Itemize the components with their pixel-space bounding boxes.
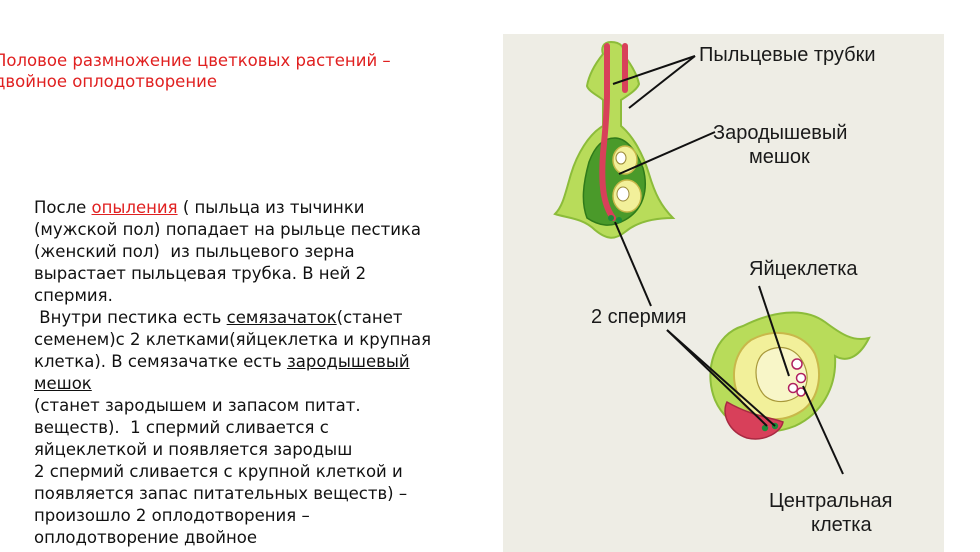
central-cell-label-1: Центральная: [769, 490, 893, 512]
egg-cell-label: Яйцеклетка: [749, 258, 858, 280]
text-plain: клетка). В семязачатке есть: [34, 352, 287, 371]
ovule-term: семязачаток: [226, 308, 337, 327]
embryo-sac-label-1: Зародышевый: [713, 122, 848, 144]
text-line-15: произошло 2 оплодотворения –: [34, 506, 310, 525]
two-sperms-label: 2 спермия: [591, 306, 687, 328]
text-line-12: яйцеклеткой и появляется зародыш: [34, 440, 353, 459]
pistil-drawing: [553, 40, 676, 239]
central-cell-label-2: клетка: [811, 514, 872, 536]
text-line-10: (станет зародышем и запасом питат.: [34, 396, 361, 415]
text-line-2: (мужской пол) попадает на рыльце пестика: [34, 220, 422, 239]
slide-title: Половое размножение цветковых растений –…: [0, 50, 474, 92]
text-plain: Внутри пестика есть: [34, 308, 227, 327]
text-line-9: мешок: [34, 374, 92, 393]
text-line-14: появляется запас питательных веществ) –: [34, 484, 408, 503]
leader-lines: [612, 55, 844, 475]
embryo-sac-term: зародышевый: [286, 352, 410, 371]
text-line-1: После опыления ( пыльца из тычинки: [34, 197, 486, 219]
text-plain: ( пыльца из тычинки: [177, 198, 365, 217]
text-plain: (станет: [336, 308, 403, 327]
pollen-tubes-label: Пыльцевые трубки: [699, 44, 876, 66]
embryo-sac-label-2: мешок: [749, 146, 810, 168]
slide-title-line-2: двойное оплодотворение: [0, 72, 217, 91]
text-line-6: Внутри пестика есть семязачаток(станет: [34, 307, 486, 329]
ovule-drawing: [709, 311, 871, 440]
text-line-11: веществ). 1 спермий сливается с: [34, 418, 329, 437]
text-line-4: вырастает пыльцевая трубка. В ней 2: [34, 264, 367, 283]
slide-title-line-1: Половое размножение цветковых растений –: [0, 51, 391, 70]
text-line-7: семенем)с 2 клетками(яйцеклетка и крупна…: [34, 330, 432, 349]
fertilization-figure: Пыльцевые трубки Зародышевый мешок Яйцек…: [503, 34, 944, 552]
text-line-16: оплодотворение двойное: [34, 528, 257, 547]
text-line-5: спермия.: [34, 286, 113, 305]
text-line-3: (женский пол) из пыльцевого зерна: [34, 242, 355, 261]
text-line-8: клетка). В семязачатке есть зародышевый: [34, 351, 486, 373]
text-plain: После: [34, 198, 92, 217]
pollination-link[interactable]: опыления: [91, 198, 178, 217]
body-text: После опыления ( пыльца из тычинки (мужс…: [34, 197, 486, 549]
fertilization-diagram: [553, 40, 871, 475]
text-line-13: 2 спермий сливается с крупной клеткой и: [34, 462, 403, 481]
